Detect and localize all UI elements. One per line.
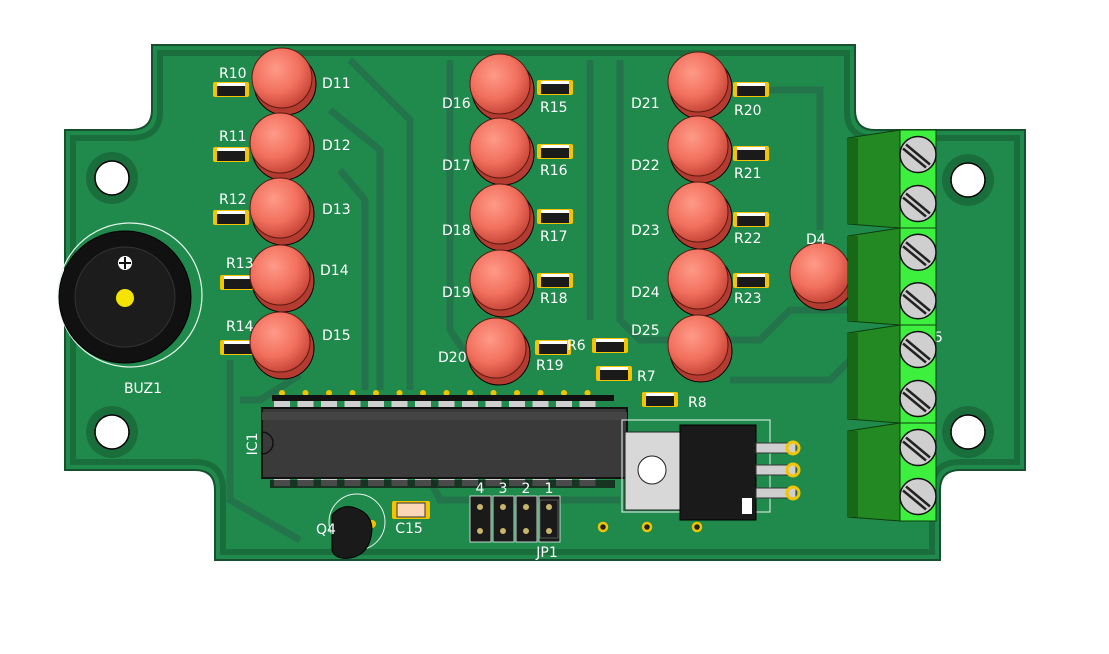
led-label: D15	[322, 328, 351, 344]
resistor-label: R18	[540, 291, 568, 307]
resistor-label: R22	[734, 231, 762, 247]
resistor	[733, 146, 769, 161]
led-label: D4	[806, 232, 826, 248]
resistor	[537, 80, 573, 95]
led	[249, 177, 315, 246]
resistor-label: R11	[219, 129, 247, 145]
led	[667, 248, 733, 317]
led	[469, 53, 535, 122]
led	[249, 112, 315, 181]
resistor	[220, 340, 256, 355]
terminal-label: 5	[934, 330, 943, 346]
resistor-label: R6	[567, 338, 586, 354]
jumper-pin-label: 1	[545, 481, 554, 497]
jumper-label: JP1	[535, 545, 557, 561]
led-label: D13	[322, 202, 351, 218]
resistor	[213, 210, 249, 225]
led	[667, 181, 733, 250]
screw-terminal	[847, 129, 937, 229]
resistor	[213, 82, 249, 97]
capacitor-label: C15	[395, 521, 423, 537]
resistor-label: R16	[540, 163, 568, 179]
resistor	[537, 209, 573, 224]
led-label: D14	[320, 263, 349, 279]
led	[249, 311, 315, 380]
led-label: D20	[438, 350, 467, 366]
ic-dip28	[261, 390, 628, 488]
jumper-header	[469, 495, 561, 543]
led-label: D19	[442, 285, 471, 301]
buzzer	[57, 222, 203, 368]
transistor	[328, 493, 386, 559]
led-label: D25	[631, 323, 660, 339]
jumper-pin-label: 4	[476, 481, 485, 497]
resistor	[733, 273, 769, 288]
led-label: D17	[442, 158, 471, 174]
screw-terminal	[847, 422, 937, 522]
resistor-label: R13	[226, 256, 254, 272]
pad	[641, 521, 653, 533]
led-label: D23	[631, 223, 660, 239]
resistor-label: R10	[219, 66, 247, 82]
mounting-hole	[950, 414, 986, 450]
resistor-label: R8	[688, 395, 707, 411]
resistor	[642, 392, 678, 407]
led	[667, 314, 733, 383]
resistor	[537, 144, 573, 159]
jumper-pin-label: 2	[522, 481, 531, 497]
resistor	[535, 340, 571, 355]
mounting-hole	[950, 162, 986, 198]
mounting-holes	[86, 152, 994, 458]
resistor	[213, 147, 249, 162]
resistor-label: R15	[540, 100, 568, 116]
led-label: D22	[631, 158, 660, 174]
buzzer-label: BUZ1	[124, 381, 162, 397]
resistor-label: R7	[637, 369, 656, 385]
jumper-pin-label: 3	[499, 481, 508, 497]
led	[465, 317, 531, 386]
led-label: D24	[631, 285, 660, 301]
led-label: D12	[322, 138, 351, 154]
resistor-label: R23	[734, 291, 762, 307]
mounting-hole	[94, 160, 130, 196]
led-label: D11	[322, 76, 351, 92]
resistor	[733, 212, 769, 227]
led	[789, 242, 855, 311]
ic-label: IC1	[245, 433, 261, 456]
resistor	[733, 82, 769, 97]
led-label: D21	[631, 96, 660, 112]
voltage-regulator	[621, 419, 801, 521]
led	[667, 115, 733, 184]
resistor-label: R12	[219, 192, 247, 208]
transistor-label: Q4	[316, 522, 336, 538]
resistor	[596, 366, 632, 381]
led-label: D18	[442, 223, 471, 239]
resistor-label: R19	[536, 358, 564, 374]
resistor	[537, 273, 573, 288]
resistor-label: R17	[540, 229, 568, 245]
resistor-label: R20	[734, 103, 762, 119]
resistor-label: R14	[226, 319, 254, 335]
resistor	[592, 338, 628, 353]
led	[251, 47, 317, 116]
pad	[691, 521, 703, 533]
led	[469, 249, 535, 318]
led	[667, 51, 733, 120]
capacitor	[392, 501, 430, 519]
pad	[597, 521, 609, 533]
mounting-hole	[94, 414, 130, 450]
led	[249, 244, 315, 313]
led	[469, 183, 535, 252]
resistor-label: R21	[734, 166, 762, 182]
screw-terminal	[847, 324, 937, 424]
led-label: D16	[442, 96, 471, 112]
resistor	[220, 275, 256, 290]
screw-terminal	[847, 227, 937, 326]
